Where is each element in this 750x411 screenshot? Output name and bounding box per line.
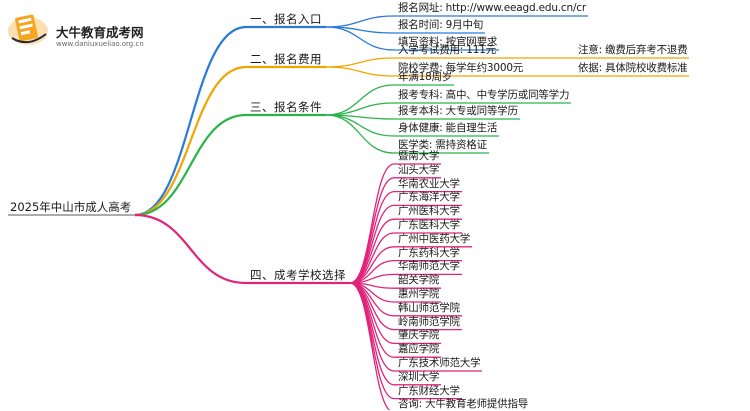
school-item: 广州中医药大学 <box>398 232 471 245</box>
school-item: 广东药科大学 <box>398 246 460 259</box>
condition-item: 医学类: 需持资格证 <box>398 139 487 151</box>
link-line <box>349 232 395 284</box>
school-item: 惠州学院 <box>398 288 440 300</box>
school-item: 深圳大学 <box>398 370 440 383</box>
tuition-fee: 院校学费: 每学年约3000元 <box>398 62 524 74</box>
logo-title: 大牛教育成考网 <box>56 25 144 40</box>
link-line <box>325 114 395 137</box>
link-line <box>325 114 395 154</box>
branch-enroll-entry: 一、报名入口 <box>250 12 322 26</box>
enroll-time: 报名时间: 9月中旬 <box>398 19 484 31</box>
school-item: 广东财经大学 <box>398 384 460 397</box>
link-line <box>325 57 395 68</box>
school-item: 广州医科大学 <box>398 205 460 218</box>
school-item: 华南师范大学 <box>398 260 460 273</box>
school-item: 暨南大学 <box>398 150 440 162</box>
link-line <box>325 15 395 28</box>
school-item: 广东医科大学 <box>398 219 460 231</box>
condition-item: 报考专科: 高中、中专学历或同等学力 <box>398 89 570 101</box>
school-item: 韶关学院 <box>398 274 440 287</box>
condition-item: 身体健康: 能自理生活 <box>398 122 498 134</box>
link-line <box>134 65 247 217</box>
link-line <box>349 282 395 331</box>
branch-school-choice: 四、成考学校选择 <box>250 268 346 282</box>
link-line <box>134 25 247 217</box>
school-item: 嘉应学院 <box>398 343 440 356</box>
condition-item: 年满18周岁 <box>398 71 453 83</box>
link-line <box>349 282 391 410</box>
link-line <box>349 282 395 372</box>
link-line <box>325 102 395 116</box>
mind-map-root: 2025年中山市成人高考 <box>10 200 132 214</box>
link-line <box>325 84 395 116</box>
site-logo: 大牛教育成考网 www.daniuxueliao.org.cn <box>6 8 156 48</box>
school-item: 广东技术师范大学 <box>398 357 481 369</box>
enroll-website: 报名网址: http://www.eeagd.edu.cn/cr <box>398 2 586 14</box>
tuition-fee-note: 依据: 具体院校收费标准 <box>578 62 688 74</box>
school-item: 广东海洋大学 <box>398 191 460 204</box>
link-line <box>349 177 395 284</box>
school-item: 肇庆学院 <box>398 329 440 342</box>
link-line <box>325 26 395 51</box>
condition-item: 报考本科: 大专或同等学历 <box>398 105 518 117</box>
school-item: 韩山师范学院 <box>398 301 460 314</box>
branch-enroll-fees: 二、报名费用 <box>250 52 322 66</box>
branch-enroll-conditions: 三、报名条件 <box>250 100 322 114</box>
exam-fee-note: 注意: 缴费后弃考不退费 <box>578 44 688 56</box>
link-line <box>349 190 395 284</box>
exam-fee: 入学考试费用: 111元 <box>398 44 497 56</box>
consult-item: 咨询: 大牛教育老师提供指导 <box>398 398 529 411</box>
school-item: 华南农业大学 <box>398 177 460 190</box>
school-item: 岭南师范学院 <box>398 315 460 328</box>
link-line <box>325 66 395 77</box>
logo-icon <box>8 14 48 45</box>
enroll-materials: 填写资料: 按官网要求 <box>398 36 498 48</box>
school-item: 汕头大学 <box>398 163 440 176</box>
link-line <box>134 113 247 217</box>
logo-url: www.daniuxueliao.org.cn <box>56 40 144 48</box>
link-line <box>134 213 247 285</box>
